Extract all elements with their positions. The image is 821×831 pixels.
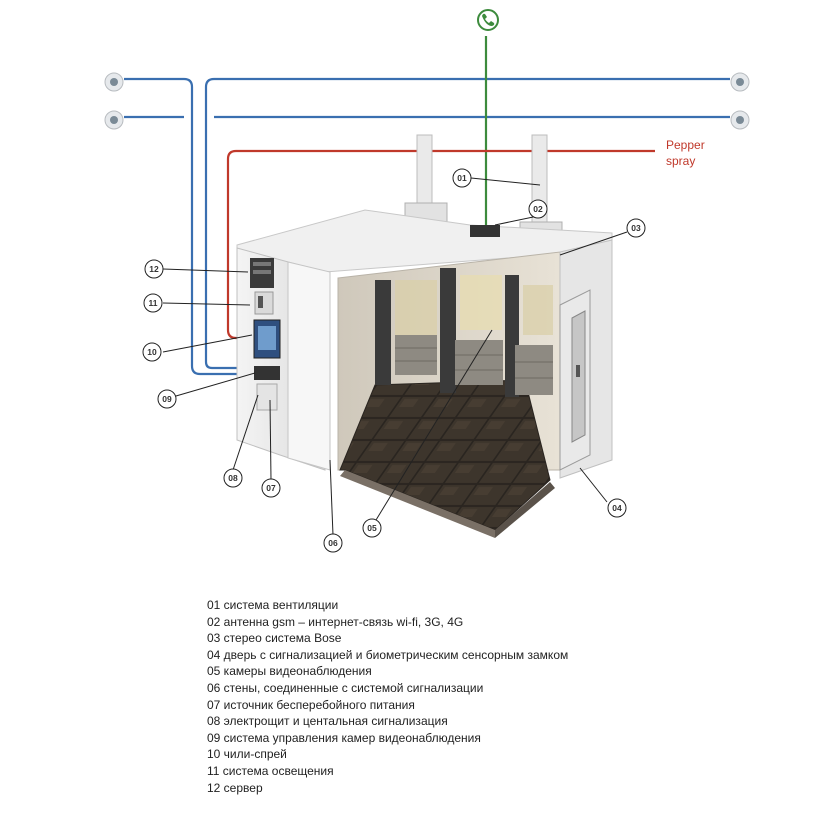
legend-item: 04 дверь с сигнализацией и биометрически… xyxy=(207,647,569,662)
callout-07: 07 xyxy=(261,478,281,498)
svg-text:07: 07 xyxy=(266,483,276,493)
room-shell xyxy=(236,209,613,538)
legend-item: 07 источник бесперебойного питания xyxy=(207,697,415,712)
svg-text:05: 05 xyxy=(367,523,377,533)
callout-12: 12 xyxy=(144,259,164,279)
legend-item: 11 система освещения xyxy=(207,763,334,778)
pepper-spray-label: Pepper xyxy=(666,138,705,152)
legend-item: 09 система управления камер видеонаблюде… xyxy=(207,730,481,745)
legend-item: 05 камеры видеонаблюдения xyxy=(207,664,372,679)
callout-04: 04 xyxy=(607,498,627,518)
camera-icon xyxy=(104,110,124,130)
gsm-router xyxy=(470,225,500,237)
pepper-spray-label: spray xyxy=(666,154,695,168)
svg-text:06: 06 xyxy=(328,538,338,548)
camera-icon xyxy=(730,72,750,92)
svg-text:11: 11 xyxy=(149,298,158,308)
room-door xyxy=(559,289,591,471)
svg-text:04: 04 xyxy=(612,503,622,513)
legend: 01 система вентиляции 02 антенна gsm – и… xyxy=(207,597,767,796)
legend-item: 01 система вентиляции xyxy=(207,598,339,612)
leader-lines xyxy=(162,177,628,536)
svg-text:09: 09 xyxy=(162,394,172,404)
pepper-spray-line xyxy=(226,149,655,340)
callout-10: 10 xyxy=(142,342,162,362)
callout-06: 06 xyxy=(323,533,343,553)
svg-text:08: 08 xyxy=(228,473,238,483)
svg-text:03: 03 xyxy=(631,223,641,233)
side-equipment xyxy=(250,258,281,411)
callout-08: 08 xyxy=(223,468,243,488)
legend-item: 02 антенна gsm – интернет-связь wi-fi, 3… xyxy=(207,614,464,629)
legend-item: 06 стены, соединенные с системой сигнали… xyxy=(207,680,484,695)
callout-05: 05 xyxy=(362,518,382,538)
legend-item: 03 стерео система Bose xyxy=(207,631,342,646)
security-room-diagram: Pepper spray xyxy=(104,9,750,553)
svg-text:02: 02 xyxy=(533,204,543,214)
svg-text:12: 12 xyxy=(149,264,159,274)
camera-icon xyxy=(730,110,750,130)
legend-item: 12 сервер xyxy=(207,780,263,795)
callout-11: 11 xyxy=(143,293,163,313)
callout-09: 09 xyxy=(157,389,177,409)
legend-item: 08 электрощит и центальная сигнализация xyxy=(207,714,448,729)
svg-text:10: 10 xyxy=(147,347,157,357)
callout-03: 03 xyxy=(626,218,646,238)
callout-02: 02 xyxy=(528,199,548,219)
legend-item: 10 чили-спрей xyxy=(207,747,287,762)
phone-icon xyxy=(477,9,499,31)
camera-wiring xyxy=(124,77,730,376)
callout-01: 01 xyxy=(452,168,472,188)
svg-text:01: 01 xyxy=(457,173,467,183)
camera-icon xyxy=(104,72,124,92)
display-cabinets xyxy=(375,268,553,397)
